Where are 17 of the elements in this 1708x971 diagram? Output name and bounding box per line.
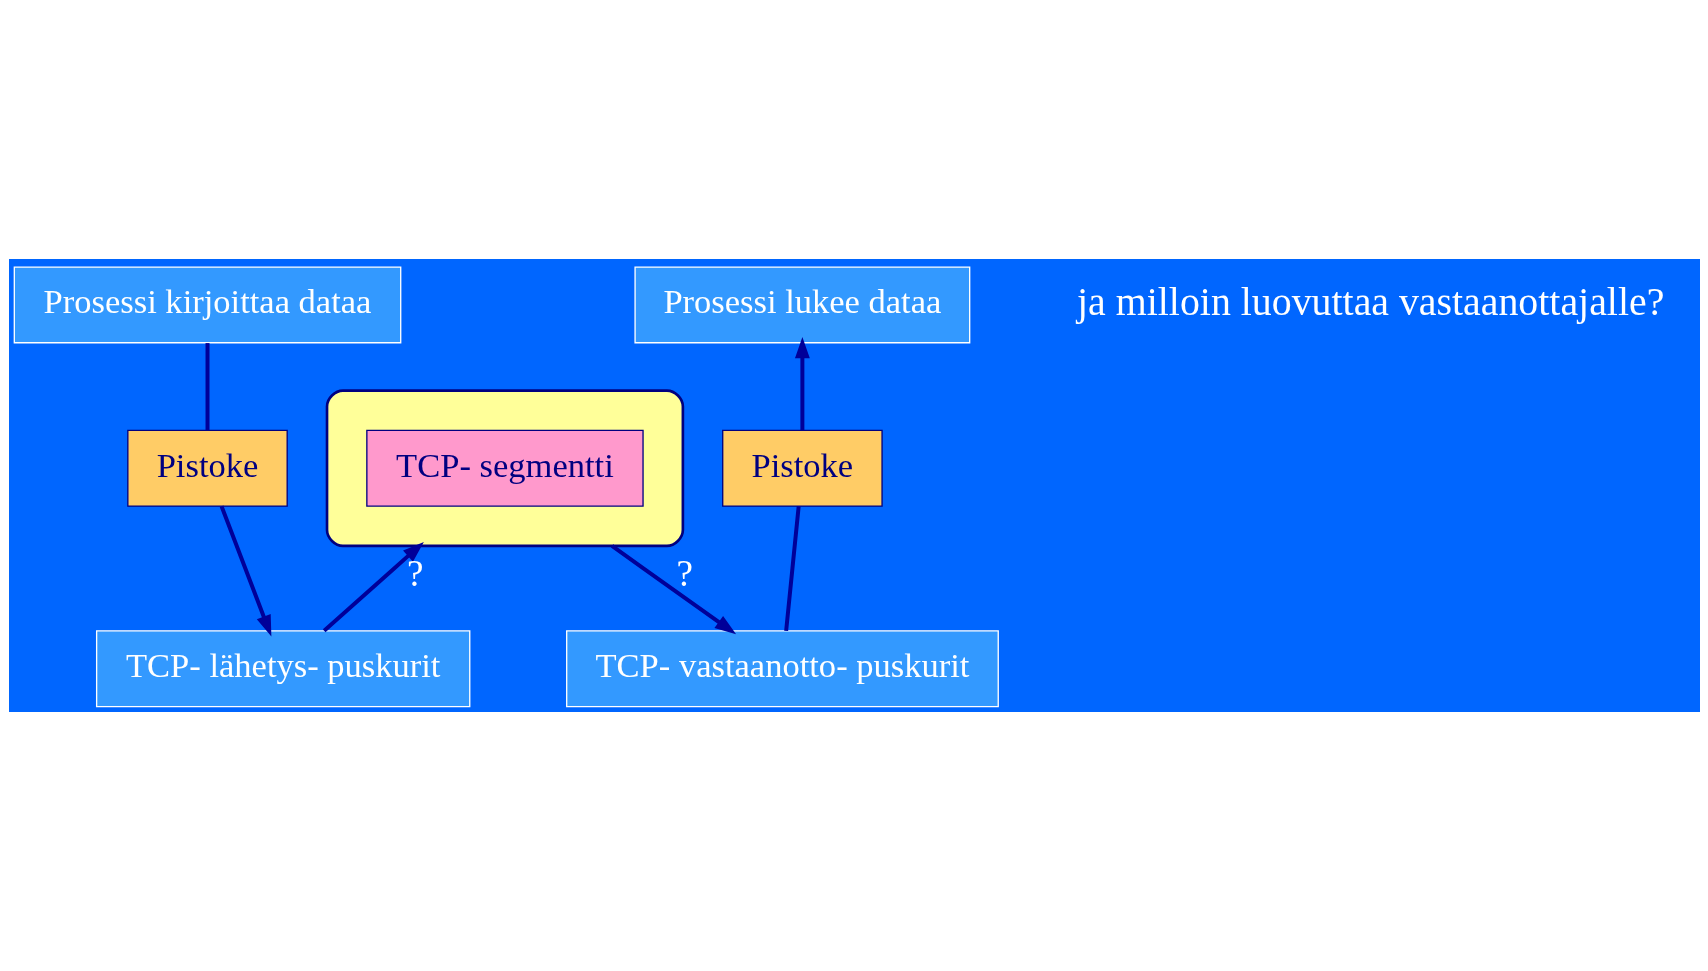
edge-label: ?: [406, 553, 424, 595]
arrow: [610, 544, 736, 635]
label: ja milloin luovuttaa vastaanottajalle?: [1076, 279, 1664, 324]
arrow: [794, 337, 810, 431]
arrow: [322, 541, 424, 633]
edge-label: ?: [676, 553, 693, 595]
node-box: Prosessi kirjoittaa dataa: [13, 266, 401, 344]
node-box: TCP- vastaanotto- puskurit: [565, 630, 999, 708]
cluster: [325, 389, 684, 548]
node-box: Prosessi lukee dataa: [633, 266, 970, 344]
node-box: TCP- segmentti: [365, 429, 644, 507]
connector: [783, 506, 801, 632]
arrow: [219, 505, 271, 637]
node-box: Pistoke: [721, 429, 883, 507]
node-box: TCP- lähetys- puskurit: [95, 630, 470, 708]
connector: [205, 343, 209, 431]
node-box: Pistoke: [126, 429, 288, 507]
